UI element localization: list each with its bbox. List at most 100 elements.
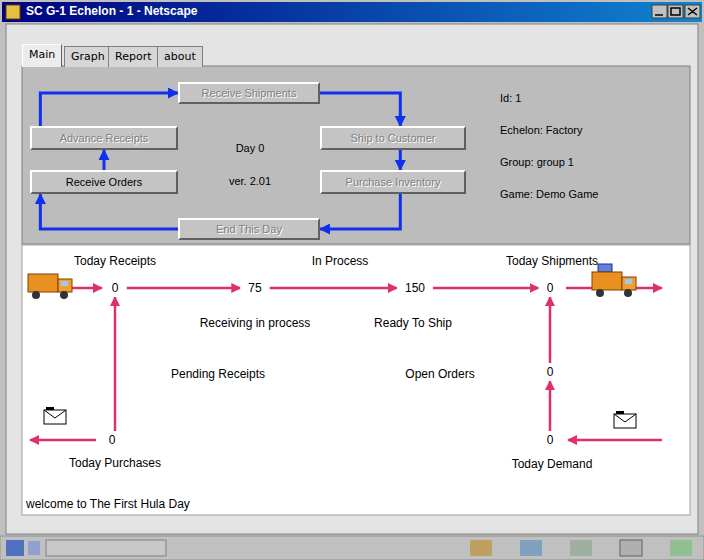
flow-label: In Process: [312, 254, 369, 268]
flow-arrow: [549, 381, 552, 431]
node-text: about: [164, 50, 196, 63]
envelope-flap: [44, 410, 66, 418]
status-icon: [620, 540, 642, 556]
flow-label: Ready To Ship: [374, 316, 452, 330]
envelope-body: [44, 410, 66, 424]
node-text: Purchase Inventory: [346, 176, 441, 188]
node-text: 0: [112, 281, 119, 295]
info-text: Echelon: Factory: [500, 124, 583, 136]
version-text: ver. 2.01: [229, 175, 271, 187]
status-message: welcome to The First Hula Day: [26, 497, 190, 511]
tab: Report: [108, 46, 158, 67]
flow-arrow: [126, 287, 240, 290]
flow-label: Open Orders: [405, 367, 474, 381]
truck-wheel: [60, 291, 68, 299]
quantity-value: 0: [539, 279, 562, 297]
control-panel: [22, 66, 690, 244]
info-text: Game: Demo Game: [500, 188, 598, 200]
truck-cargo: [598, 264, 612, 272]
envelope-body: [614, 414, 636, 428]
truck-window: [61, 281, 68, 286]
info-text: Id: 1: [500, 92, 521, 104]
window-title: SC G-1 Echelon - 1 - Netscape: [26, 4, 197, 18]
flow-label: Today Demand: [512, 457, 593, 471]
truck-icon: [592, 264, 636, 297]
node-text: Receive Orders: [66, 176, 142, 188]
flow-arrow: [433, 287, 539, 290]
action-button: Ship to Customer: [320, 126, 466, 150]
step-arrow: [103, 150, 106, 170]
status-bar: [0, 536, 704, 560]
node-text: 150: [405, 281, 425, 295]
node-text: 75: [248, 281, 261, 295]
truck-window: [625, 279, 632, 284]
quantity-value: 0: [104, 279, 127, 297]
action-button: Receive Shipments: [178, 82, 320, 104]
tab: Main: [22, 44, 62, 67]
flow-arrow: [549, 297, 552, 363]
tab: about: [157, 46, 203, 67]
window-button-glyphs: [655, 8, 697, 15]
info-text: Group: group 1: [500, 156, 574, 168]
status-icon: [470, 540, 492, 556]
status-icon: [6, 540, 24, 556]
flow-arrow: [114, 297, 117, 431]
flow-label: Receiving in process: [200, 316, 311, 330]
status-icon: [570, 540, 592, 556]
flow-arrow: [270, 287, 397, 290]
envelope-icon: [44, 407, 66, 424]
truck-icon: [28, 274, 72, 299]
node-text: Main: [29, 48, 55, 61]
status-icon: [670, 540, 692, 556]
quantity-value: 75: [240, 279, 269, 297]
quantity-value: 0: [539, 363, 562, 381]
demand-in-arrow: [568, 439, 662, 442]
envelope-flap: [614, 414, 636, 422]
truck-wheel: [32, 291, 40, 299]
node-text: Advance Receipts: [60, 132, 149, 144]
truck-wheel: [624, 289, 632, 297]
status-icon: [520, 540, 542, 556]
step-arrow: [40, 194, 178, 229]
node-text: 0: [547, 281, 554, 295]
truck-cab: [622, 277, 636, 290]
node-text: Report: [115, 50, 151, 63]
flow-panel: [22, 245, 690, 515]
step-arrow: [40, 93, 178, 126]
step-arrow: [320, 194, 400, 229]
flow-label: Today Receipts: [74, 254, 156, 268]
progress-field: [46, 540, 166, 556]
action-button: Advance Receipts: [30, 126, 178, 150]
node-text: End This Day: [216, 223, 282, 235]
status-icon: [28, 541, 40, 555]
flow-label: Today Shipments: [506, 254, 598, 268]
day-counter: Day 0: [236, 142, 265, 154]
node-text: Ship to Customer: [351, 132, 436, 144]
node-text: Graph: [71, 50, 105, 63]
node-text: 0: [547, 433, 554, 447]
page-area: [6, 24, 698, 534]
flow-label: Pending Receipts: [171, 367, 265, 381]
quantity-value: 0: [539, 431, 562, 449]
step-arrow: [320, 93, 400, 126]
truck-cab: [58, 279, 72, 292]
minimize-button: [652, 5, 667, 18]
truck-body: [28, 274, 58, 292]
flow-label: Today Purchases: [69, 456, 161, 470]
action-button: Purchase Inventory: [320, 170, 466, 194]
action-button: End This Day: [178, 218, 320, 240]
title-bar: [2, 2, 702, 22]
order-out-arrow: [30, 439, 96, 442]
tab: Graph: [64, 46, 112, 67]
node-text: 0: [109, 433, 116, 447]
truck-body: [592, 272, 622, 290]
truck-wheel: [596, 289, 604, 297]
quantity-value: 0: [101, 431, 124, 449]
node-text: Receive Shipments: [202, 87, 297, 99]
app-icon: [6, 5, 20, 19]
quantity-value: 150: [397, 279, 433, 297]
action-button: Receive Orders: [30, 170, 178, 194]
envelope-icon: [614, 411, 636, 428]
node-text: 0: [547, 365, 554, 379]
